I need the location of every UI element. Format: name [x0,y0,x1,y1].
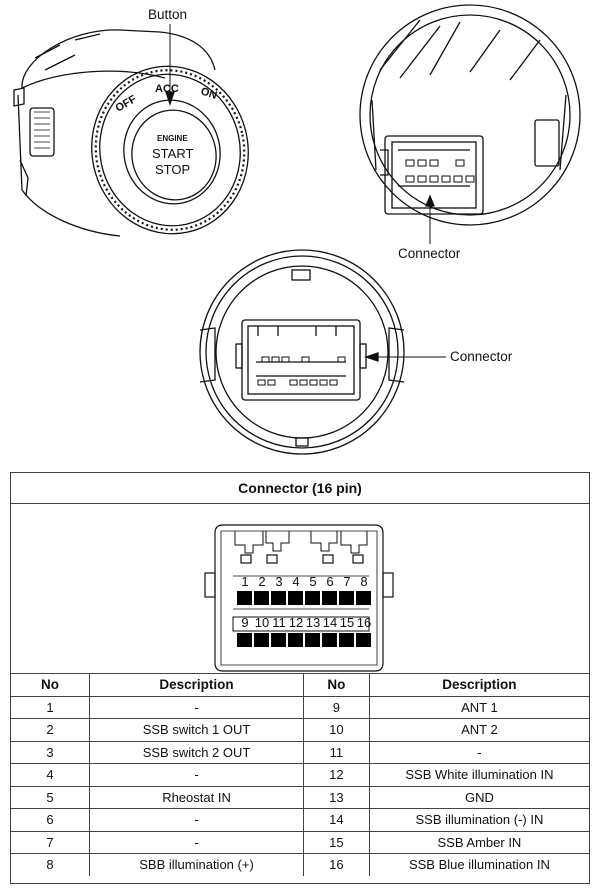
pin-label: 9 [241,615,248,630]
pin-label: 12 [289,615,303,630]
cell-no-b: 9 [302,695,370,719]
cell-desc-a: - [89,763,304,787]
cell-desc-a: - [89,808,304,832]
switch-back-view [199,249,446,455]
cell-desc-b: ANT 1 [368,695,589,719]
cell-desc-b: SSB illumination (-) IN [368,808,589,832]
cell-no-b: 14 [302,808,370,832]
pin-cavity-top [322,591,337,605]
cell-desc-a: SSB switch 2 OUT [89,740,304,764]
cell-desc-b: SSB Blue illumination IN [368,853,589,876]
pin-cavity-bottom [237,633,252,647]
cell-desc-b: SSB Amber IN [368,830,589,854]
cell-no-a: 8 [11,853,91,876]
connector-box-title: Connector (16 pin) [11,473,589,504]
cell-no-a: 7 [11,830,91,854]
pin-cavity-top [305,591,320,605]
pin-numbers-top: 1 2 3 4 5 6 7 8 [241,574,367,589]
cell-no-b: 11 [302,740,370,764]
pin-label: 8 [360,574,367,589]
pin-cavity-bottom [305,633,320,647]
cell-no-a: 3 [11,740,91,764]
pin-label: 7 [343,574,350,589]
pin-cavity-bottom [356,633,371,647]
pin-cavity-top [339,591,354,605]
pin-cavity-bottom [339,633,354,647]
switch-front-view: OFF ACC ON ENGINE START STOP [13,24,249,237]
cell-desc-b: ANT 2 [368,718,589,742]
cell-no-a: 6 [11,808,91,832]
pin-label: 2 [258,574,265,589]
cell-desc-b: GND [368,785,589,809]
switch-rear-view [359,4,581,244]
face-start: START [152,146,193,161]
label-on: ON [199,85,218,102]
pin-cavity-bottom [322,633,337,647]
pin-label: 14 [323,615,337,630]
header-description-b: Description [368,673,589,696]
pin-label: 13 [306,615,320,630]
pin-cavity-bottom [271,633,286,647]
face-stop: STOP [155,162,190,177]
label-off: OFF [114,93,139,115]
cell-desc-a: SSB switch 1 OUT [89,718,304,742]
cell-no-a: 2 [11,718,91,742]
header-description-a: Description [89,673,304,696]
pin-label: 11 [272,615,286,630]
pin-label: 3 [275,574,282,589]
cell-no-b: 12 [302,763,370,787]
pin-cavity-top [288,591,303,605]
cell-no-a: 5 [11,785,91,809]
switch-illustrations: OFF ACC ON ENGINE START STOP [13,4,581,455]
pin-cavity-bottom [288,633,303,647]
pin-cavity-top [271,591,286,605]
pin-label: 10 [255,615,269,630]
callout-connector-rear: Connector [398,246,461,261]
callout-connector-front: Connector [450,349,513,364]
header-no-a: No [11,673,91,696]
cell-desc-b: SSB White illumination IN [368,763,589,787]
cell-no-b: 16 [302,853,370,876]
cell-no-b: 15 [302,830,370,854]
face-engine: ENGINE [157,134,188,143]
connector-pinout-diagram: 1 2 3 4 5 6 7 8 9 10 11 12 13 14 15 16 [11,503,589,695]
cell-no-a: 1 [11,695,91,719]
table-header-row: No Description No Description [11,673,589,696]
connector-pin-box: Connector (16 pin) 1 2 3 4 [10,472,590,884]
pin-label: 15 [340,615,354,630]
pin-label: 1 [241,574,248,589]
pin-label: 5 [309,574,316,589]
pin-cavity-top [237,591,252,605]
cell-desc-a: - [89,695,304,719]
cell-no-b: 10 [302,718,370,742]
pin-label: 6 [326,574,333,589]
cell-desc-a: SBB illumination (+) [89,853,304,876]
cell-desc-b: - [368,740,589,764]
pin-cavity-top [356,591,371,605]
pin-label: 4 [292,574,299,589]
cell-no-a: 4 [11,763,91,787]
pin-label: 16 [357,615,371,630]
callout-button: Button [148,7,188,22]
pin-cavity-bottom [254,633,269,647]
cell-desc-a: - [89,830,304,854]
cell-no-b: 13 [302,785,370,809]
header-no-b: No [302,673,370,696]
pin-numbers-bottom: 9 10 11 12 13 14 15 16 [241,615,371,630]
pin-cavity-top [254,591,269,605]
cell-desc-a: Rheostat IN [89,785,304,809]
